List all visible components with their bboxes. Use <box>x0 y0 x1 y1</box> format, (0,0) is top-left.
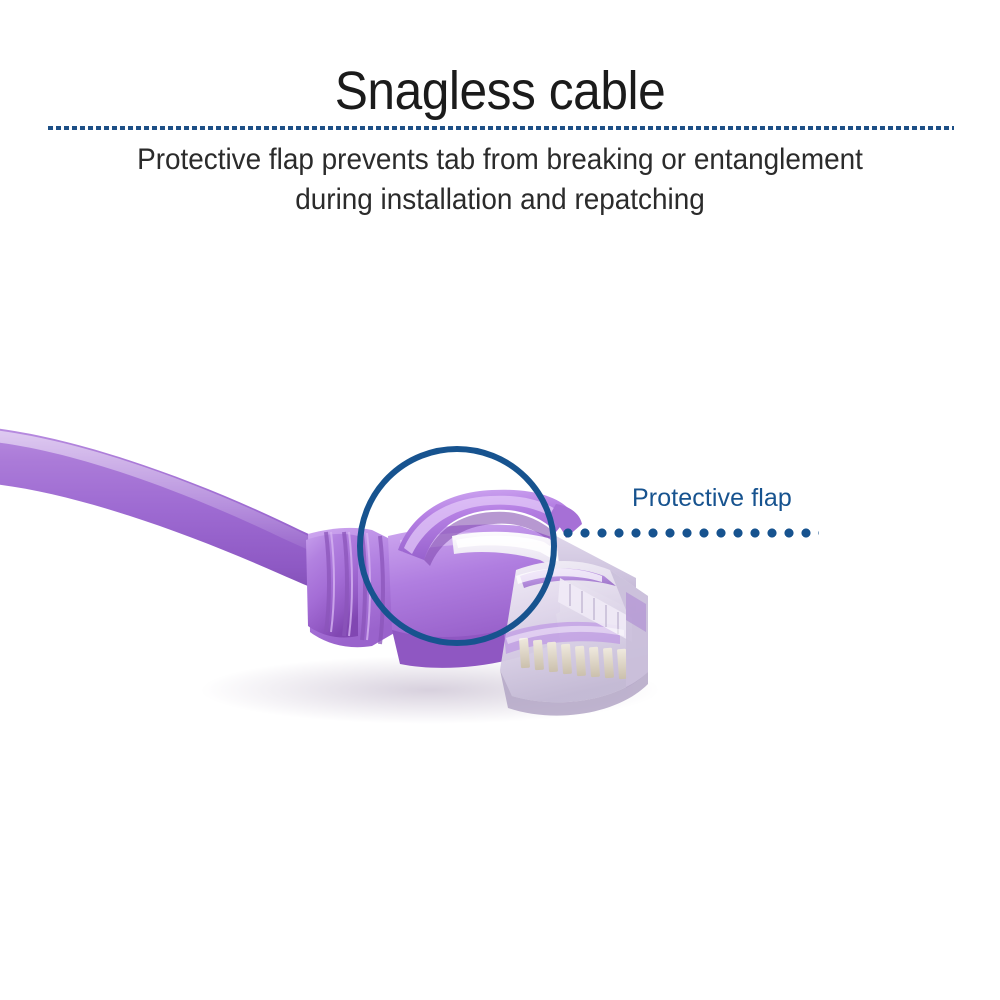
subtitle: Protective flap prevents tab from breaki… <box>82 140 919 220</box>
cable-jacket <box>0 428 364 606</box>
title-divider <box>48 126 954 130</box>
gold-contacts <box>519 637 628 680</box>
highlight-circle <box>357 446 557 646</box>
contact-window <box>558 578 632 642</box>
subtitle-line-2: during installation and repatching <box>295 183 705 216</box>
callout-label-protective-flap: Protective flap <box>632 484 792 512</box>
header-block: Snagless cable Protective flap prevents … <box>0 0 1000 240</box>
subtitle-line-1: Protective flap prevents tab from breaki… <box>137 143 863 176</box>
callout-leader-line <box>563 528 819 538</box>
page-title: Snagless cable <box>334 61 666 121</box>
